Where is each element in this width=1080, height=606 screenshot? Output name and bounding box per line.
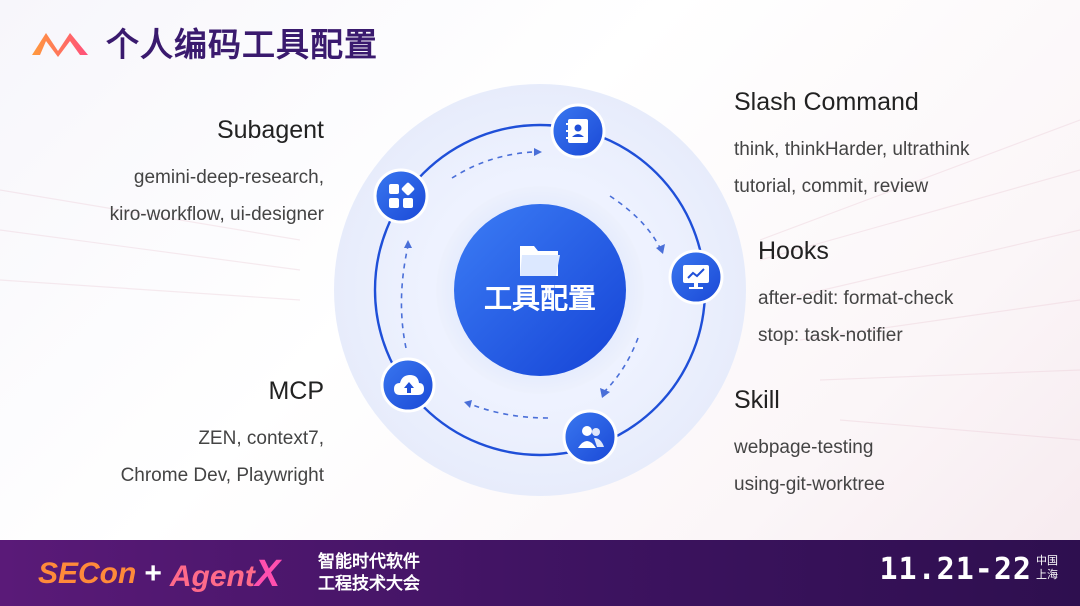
footer-banner: SECon + AgentX 智能时代软件 工程技术大会 11.21-22 中国… [0, 540, 1080, 606]
mcp-line-1: ZEN, context7, [198, 428, 324, 449]
center-label: 工具配置 [484, 282, 596, 315]
slash-command-line-1: think, thinkHarder, ultrathink [734, 139, 970, 160]
mcp-line-2: Chrome Dev, Playwright [120, 465, 324, 486]
event-city: 中国 上海 [1036, 554, 1058, 582]
config-cycle-diagram: 工具配置 [334, 84, 746, 496]
plus-sign: + [144, 557, 162, 590]
folder-icon [520, 246, 560, 276]
x-text: X [254, 552, 281, 595]
skill-heading: Skill [734, 386, 780, 414]
node-slash-command[interactable] [550, 103, 606, 159]
monitor-chart-icon [683, 265, 709, 289]
slash-command-heading: Slash Command [734, 88, 919, 116]
flow-arrows [400, 151, 661, 419]
agent-text: Agent [169, 559, 255, 593]
skill-line-2: using-git-worktree [734, 474, 885, 495]
subagent-heading: Subagent [216, 116, 324, 144]
contacts-book-icon [566, 119, 588, 143]
conference-name-line-2: 工程技术大会 [318, 574, 420, 594]
mcp-block: MCP ZEN, context7, Chrome Dev, Playwrigh… [121, 377, 324, 494]
page-title: 个人编码工具配置 [106, 25, 378, 64]
users-icon [578, 426, 604, 448]
event-brand: SECon + AgentX [38, 552, 280, 596]
cloud-upload-icon [394, 375, 424, 395]
node-hooks[interactable] [668, 249, 724, 305]
slash-command-line-2: tutorial, commit, review [734, 176, 929, 197]
hooks-line-1: after-edit: format-check [758, 288, 954, 309]
node-mcp[interactable] [380, 357, 436, 413]
hooks-line-2: stop: task-notifier [758, 325, 903, 346]
city-line-1: 中国 [1036, 554, 1058, 567]
apps-grid-icon [389, 182, 415, 208]
city-line-2: 上海 [1036, 568, 1058, 581]
subagent-line-1: gemini-deep-research, [133, 167, 324, 188]
event-date: 11.21-22 [879, 552, 1032, 587]
mcp-heading: MCP [268, 377, 324, 405]
node-subagent[interactable] [373, 168, 429, 224]
header: 个人编码工具配置 [28, 18, 378, 66]
skill-block: Skill webpage-testing using-git-worktree [734, 386, 885, 503]
slash-command-block: Slash Command think, thinkHarder, ultrat… [734, 88, 970, 205]
hooks-block: Hooks after-edit: format-check stop: tas… [758, 237, 953, 354]
agentx-logo-text: AgentX [170, 553, 280, 596]
subagent-block: Subagent gemini-deep-research, kiro-work… [110, 116, 324, 233]
center-hub [454, 204, 626, 376]
skill-line-1: webpage-testing [734, 437, 874, 458]
node-skill[interactable] [562, 409, 618, 465]
conference-name-line-1: 智能时代软件 [318, 552, 420, 572]
secon-logo-text: SECon [38, 557, 137, 590]
brand-logo [32, 33, 88, 57]
conference-name: 智能时代软件 工程技术大会 [318, 551, 420, 595]
arrow-heads [404, 148, 665, 408]
hooks-heading: Hooks [758, 237, 829, 265]
subagent-line-2: kiro-workflow, ui-designer [109, 204, 324, 225]
